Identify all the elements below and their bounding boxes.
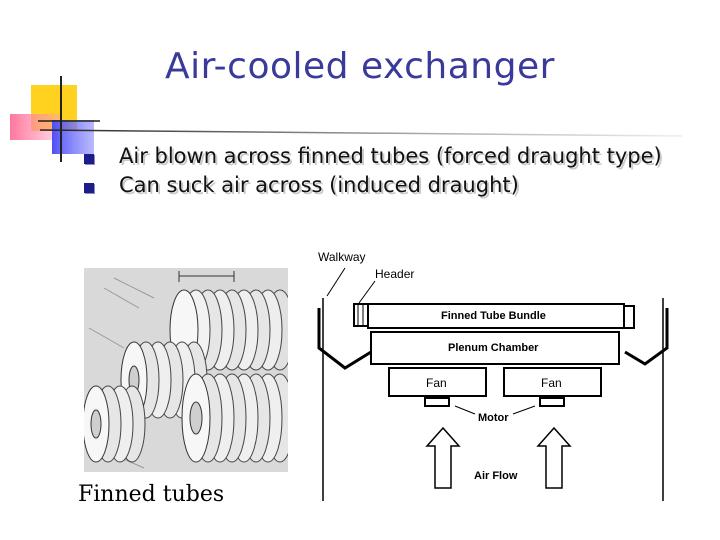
label-motor: Motor bbox=[478, 412, 509, 424]
label-tube-bundle: Finned Tube Bundle bbox=[441, 310, 546, 322]
label-air-flow: Air Flow bbox=[474, 470, 518, 482]
label-walkway: Walkway bbox=[318, 250, 366, 264]
right-walkway-rail bbox=[624, 308, 669, 366]
finned-tubes-illustration bbox=[84, 268, 288, 472]
fan-left bbox=[388, 367, 487, 397]
bullet-item: Air blown across finned tubes (forced dr… bbox=[84, 142, 694, 171]
dimension-marks bbox=[178, 271, 235, 282]
corner-accent bbox=[10, 76, 100, 162]
exchanger-schematic bbox=[317, 267, 669, 501]
finned-tube-bundle bbox=[367, 303, 625, 329]
square-bullet-icon bbox=[84, 154, 94, 164]
label-plenum: Plenum Chamber bbox=[448, 342, 539, 354]
plenum-chamber bbox=[370, 331, 620, 365]
finned-tubes-caption: Finned tubes bbox=[78, 482, 225, 507]
bullet-item: Can suck air across (induced draught) bbox=[84, 171, 694, 200]
square-bullet-icon bbox=[84, 183, 94, 193]
left-walkway-rail bbox=[317, 308, 372, 370]
fin-row-bottom-left bbox=[84, 385, 146, 463]
fin-row-bottom-right bbox=[181, 373, 288, 463]
label-fan-left: Fan bbox=[426, 376, 447, 390]
header-box bbox=[353, 303, 369, 327]
bullet-list: Air blown across finned tubes (forced dr… bbox=[84, 142, 694, 200]
arrow-up-icon bbox=[425, 426, 461, 489]
motor-right bbox=[539, 397, 565, 407]
motor-left bbox=[424, 397, 450, 407]
bullet-text: Air blown across finned tubes (forced dr… bbox=[119, 144, 662, 168]
fin-row-top bbox=[169, 289, 288, 371]
air-flow-arrows bbox=[425, 426, 572, 489]
label-fan-right: Fan bbox=[541, 376, 562, 390]
bullet-text: Can suck air across (induced draught) bbox=[119, 173, 519, 197]
label-header: Header bbox=[375, 267, 415, 281]
title-rule bbox=[39, 129, 683, 137]
arrow-up-icon bbox=[536, 426, 572, 489]
fan-right bbox=[503, 367, 602, 397]
slide-title: Air-cooled exchanger bbox=[165, 46, 555, 87]
